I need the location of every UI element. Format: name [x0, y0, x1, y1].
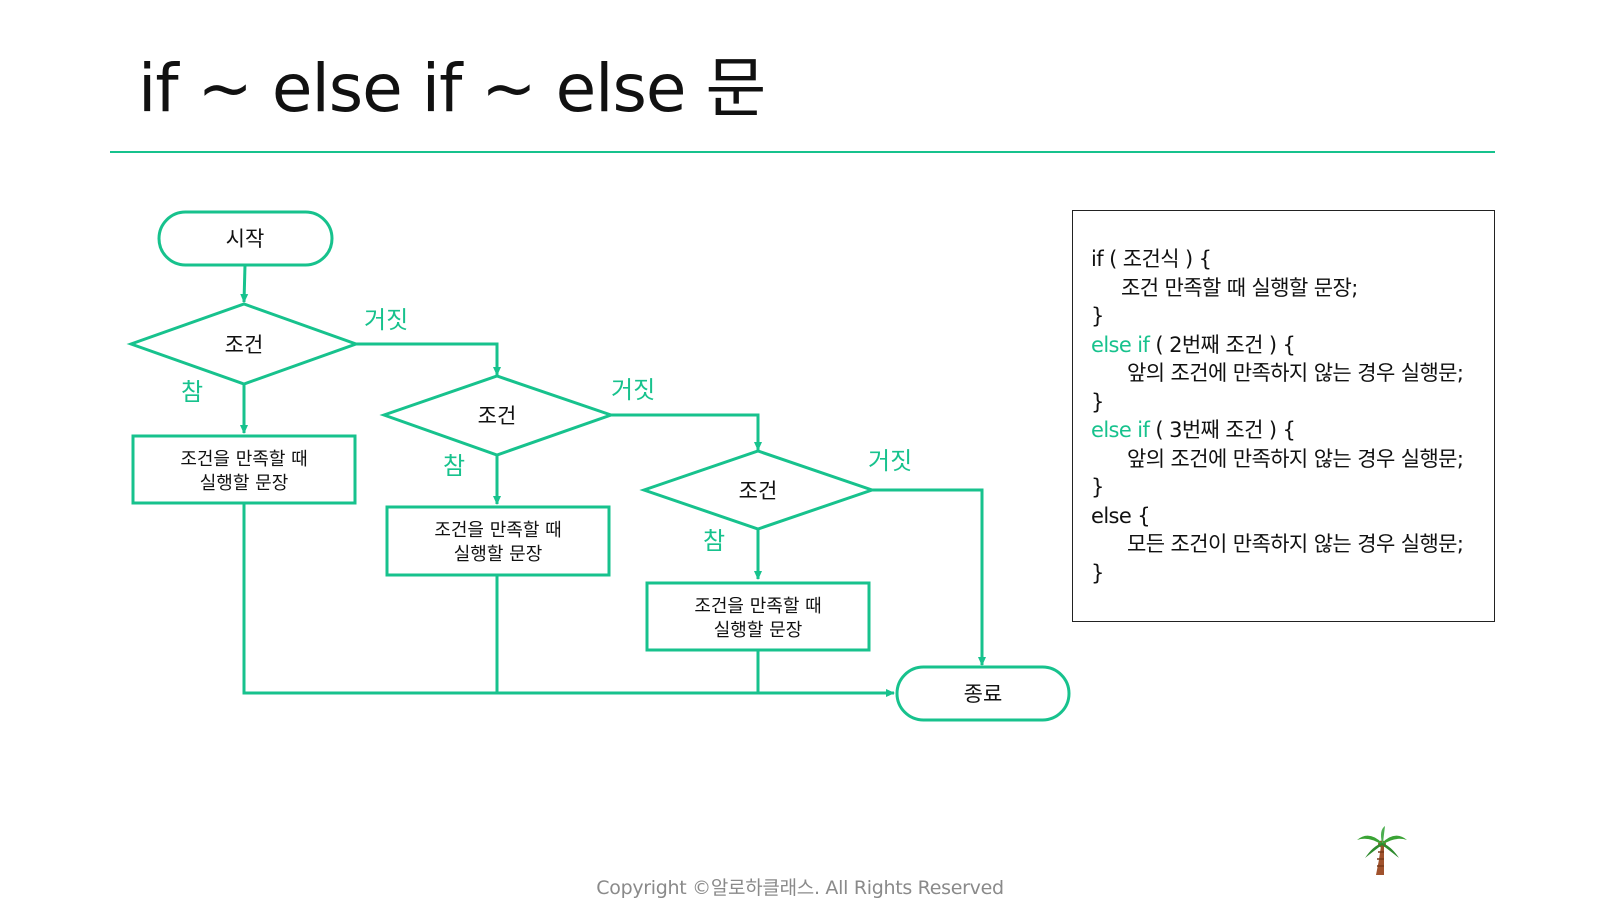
action-1-line-2: 실행할 문장	[200, 473, 289, 494]
condition-label-1: 조건	[225, 333, 264, 357]
start-label: 시작	[226, 227, 265, 251]
action-2-line-1: 조건을 만족할 때	[434, 520, 561, 541]
action-3-line-1: 조건을 만족할 때	[694, 596, 821, 617]
connector-cond1-false	[356, 342, 501, 376]
code-panel: if ( 조건식 ) { 조건 만족할 때 실행할 문장; } else if …	[1072, 210, 1495, 622]
action-box-3	[645, 581, 871, 652]
false-label-2: 거짓	[611, 376, 655, 404]
footer-copyright: Copyright ©알로하클래스. All Rights Reserved	[596, 877, 1004, 899]
condition-diamond-3	[639, 449, 877, 531]
code-line: 조건 만족할 때 실행할 문장;	[1121, 275, 1358, 300]
code-line: }	[1091, 475, 1104, 499]
code-line: else if ( 2번째 조건 ) {	[1091, 332, 1296, 357]
palm-tree-icon	[1357, 826, 1407, 875]
code-line: else {	[1091, 503, 1151, 528]
code-line: }	[1091, 304, 1104, 328]
action-3-line-2: 실행할 문장	[714, 620, 803, 641]
flowchart: 시작 조건 조건 조건 조건을 만족할 때 실행할 문장 조건을 만족할 때 실…	[126, 210, 1071, 722]
code-line: }	[1091, 560, 1104, 585]
connector-cond2-false	[611, 413, 762, 451]
true-label-2: 참	[443, 452, 465, 480]
connector-start-to-cond1	[240, 264, 249, 303]
end-terminal	[895, 665, 1071, 722]
true-label-3: 참	[703, 527, 725, 555]
action-box-2	[385, 505, 611, 577]
connector-action1-to-end	[242, 503, 895, 697]
condition-label-3: 조건	[739, 479, 778, 503]
end-label: 종료	[964, 682, 1003, 706]
slide-title: if ~ else if ~ else 문	[138, 50, 766, 127]
code-line: else if ( 3번째 조건 ) {	[1091, 418, 1296, 442]
action-box-1	[131, 434, 357, 505]
title-divider	[110, 151, 1495, 153]
connector-cond3-false	[872, 488, 986, 666]
condition-diamond-1	[126, 302, 361, 386]
action-2-line-2: 실행할 문장	[454, 544, 543, 565]
code-line: 모든 조건이 만족하지 않는 경우 실행문;	[1127, 532, 1464, 556]
false-label-3: 거짓	[868, 447, 912, 475]
code-line: 앞의 조건에 만족하지 않는 경우 실행문;	[1127, 361, 1464, 385]
code-line: 앞의 조건에 만족하지 않는 경우 실행문;	[1127, 446, 1464, 471]
action-1-line-1: 조건을 만족할 때	[180, 449, 307, 470]
true-label-1: 참	[181, 378, 203, 406]
condition-diamond-2	[379, 374, 616, 457]
start-terminal	[157, 210, 334, 267]
code-line: if ( 조건식 ) {	[1091, 247, 1212, 271]
false-label-1: 거짓	[364, 306, 408, 334]
code-line: }	[1091, 389, 1104, 414]
condition-label-2: 조건	[478, 404, 517, 428]
